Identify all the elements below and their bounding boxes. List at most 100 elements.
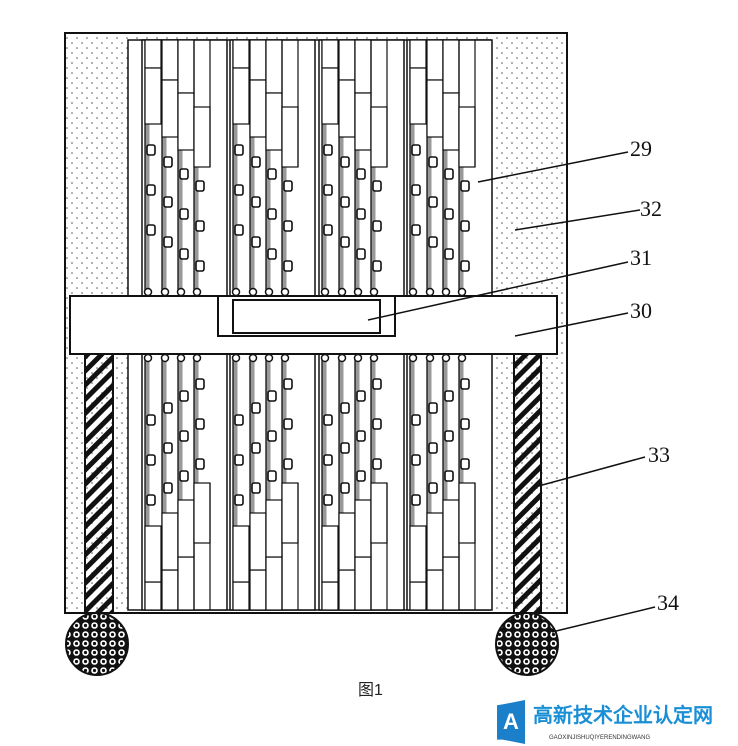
cell-block	[249, 79, 267, 138]
clip-tab	[195, 378, 205, 390]
cell-block	[354, 39, 372, 94]
clip-tab	[444, 470, 454, 482]
leader-30	[514, 312, 629, 337]
clip-tab	[460, 180, 470, 192]
clip-tab	[428, 442, 438, 454]
label-32: 32	[640, 196, 662, 221]
clip-tab	[234, 184, 244, 196]
cell-block	[338, 79, 356, 138]
clip-tab	[372, 458, 382, 470]
terminal-icon	[425, 287, 435, 297]
clip-tab	[251, 196, 261, 208]
terminal-icon	[353, 353, 363, 363]
clip-tab	[411, 184, 421, 196]
terminal-icon	[441, 287, 451, 297]
clip-tab	[340, 482, 350, 494]
clip-tab	[283, 378, 293, 390]
cell-block	[321, 581, 339, 611]
clip-tab	[323, 184, 333, 196]
terminal-icon	[248, 353, 258, 363]
clip-tab	[163, 196, 173, 208]
clip-tab	[251, 442, 261, 454]
logo-name-en: GAOXINJISHUQIYERENDINGWANG	[549, 735, 651, 741]
clip-tab	[356, 390, 366, 402]
cell-block	[354, 499, 372, 558]
terminal-icon	[441, 353, 451, 363]
clip-tab	[340, 196, 350, 208]
clip-tab	[195, 418, 205, 430]
terminal-icon	[408, 287, 418, 297]
clip-tab	[356, 248, 366, 260]
cell-block	[426, 39, 444, 81]
clip-tab	[340, 442, 350, 454]
watermark-logo: A 高新技术企业认定网 GAOXINJISHUQIYERENDINGWANG	[497, 700, 738, 746]
clip-tab	[267, 470, 277, 482]
terminal-icon	[192, 287, 202, 297]
cell-block	[249, 569, 267, 611]
clip-tab	[179, 208, 189, 220]
terminal-icon	[176, 287, 186, 297]
wheel-34-right	[495, 612, 559, 676]
cell-block	[193, 482, 211, 544]
clip-tab	[356, 208, 366, 220]
cell-block	[281, 106, 299, 168]
clip-tab	[234, 414, 244, 426]
clip-tab	[267, 248, 277, 260]
logo-mark-icon: A	[497, 700, 525, 744]
clip-tab	[356, 168, 366, 180]
cell-block	[193, 106, 211, 168]
clip-tab	[234, 224, 244, 236]
clip-tab	[411, 144, 421, 156]
clip-tab	[372, 418, 382, 430]
terminal-icon	[369, 287, 379, 297]
clip-tab	[146, 224, 156, 236]
cell-block	[265, 92, 283, 151]
cell-block	[370, 106, 388, 168]
leader-33	[534, 456, 646, 488]
cell-block	[232, 581, 250, 611]
terminal-icon	[143, 287, 153, 297]
clip-tab	[195, 220, 205, 232]
terminal-icon	[264, 353, 274, 363]
clip-tab	[146, 184, 156, 196]
clip-tab	[340, 156, 350, 168]
clip-tab	[251, 156, 261, 168]
clip-tab	[251, 236, 261, 248]
cell-block	[161, 512, 179, 571]
clip-tab	[444, 168, 454, 180]
cell-block	[338, 569, 356, 611]
label-29: 29	[630, 136, 652, 161]
clip-tab	[234, 144, 244, 156]
cell-block	[161, 79, 179, 138]
hatched-post-33-right	[513, 353, 542, 614]
cell-block	[370, 482, 388, 544]
control-box-31-inner	[232, 299, 381, 334]
clip-tab	[146, 144, 156, 156]
cell-block	[442, 92, 460, 151]
clip-tab	[428, 156, 438, 168]
clip-tab	[195, 458, 205, 470]
leader-lines	[367, 151, 656, 633]
clip-tab	[411, 224, 421, 236]
terminal-icon	[337, 353, 347, 363]
cell-block	[232, 39, 250, 69]
cell-block	[232, 525, 250, 583]
cell-block	[409, 525, 427, 583]
cell-block	[354, 556, 372, 611]
clip-tab	[323, 224, 333, 236]
clip-tab	[163, 236, 173, 248]
clip-tab	[146, 494, 156, 506]
figure-caption: 图1	[358, 682, 383, 699]
cell-block	[321, 525, 339, 583]
clip-tab	[146, 454, 156, 466]
clip-tab	[411, 454, 421, 466]
clip-tab	[195, 260, 205, 272]
clip-tab	[283, 180, 293, 192]
clip-tab	[411, 494, 421, 506]
terminal-icon	[264, 287, 274, 297]
cell-block	[409, 39, 427, 69]
terminal-icon	[425, 353, 435, 363]
logo-name-cn: 高新技术企业认定网	[533, 705, 713, 727]
clip-tab	[323, 144, 333, 156]
terminal-icon	[408, 353, 418, 363]
